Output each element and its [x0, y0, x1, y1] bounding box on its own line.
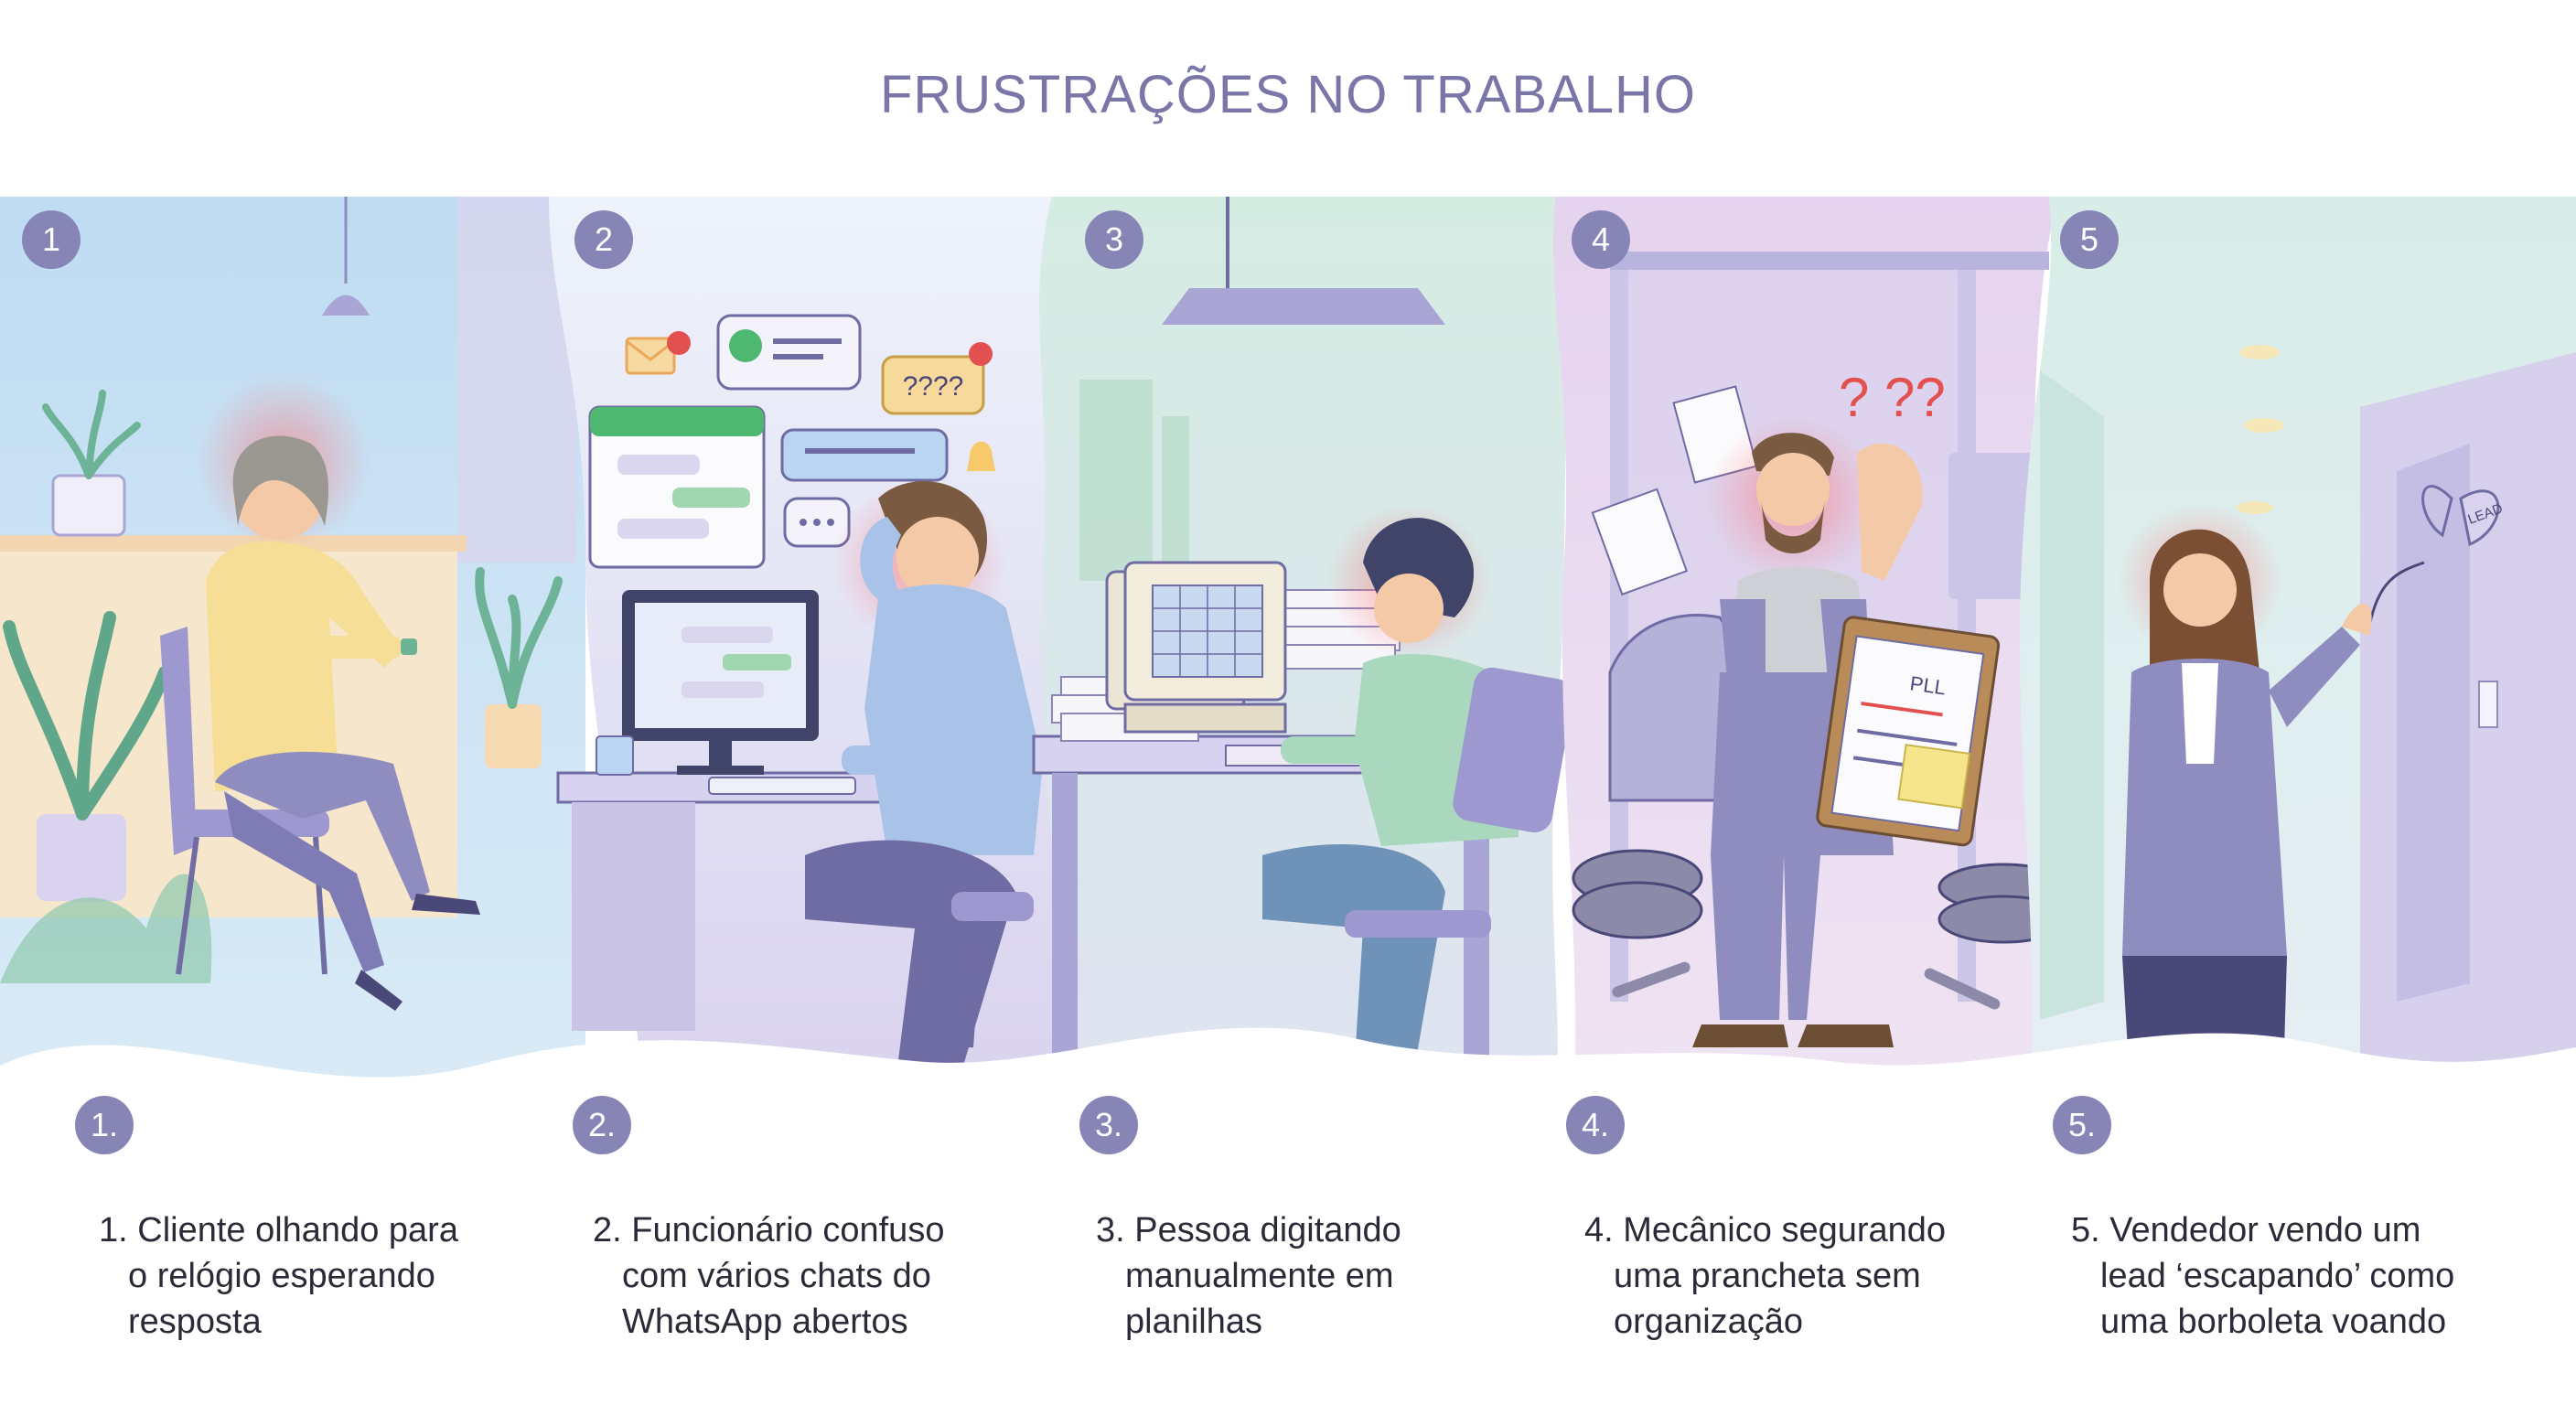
caption-line: o relógio esperando	[128, 1257, 435, 1295]
caption-line: 5. Vendedor vendo um	[2071, 1211, 2421, 1249]
caption-line: 3. Pessoa digitando	[1096, 1211, 1401, 1249]
panel-2-top-badge: 2	[574, 210, 633, 269]
panel-3-bottom-badge: 3.	[1079, 1096, 1138, 1154]
question-bubble-text: ????	[903, 371, 964, 402]
panel-1-bottom-badge: 1.	[75, 1096, 134, 1154]
panel-5-caption: 5. Vendedor vendo um lead ‘escapando’ co…	[2071, 1207, 2547, 1345]
caption-line: organização	[1614, 1303, 1804, 1341]
caption-line: uma prancheta sem	[1614, 1257, 1921, 1295]
question-marks: ? ??	[1839, 367, 1946, 428]
caption-line: com vários chats do	[622, 1257, 931, 1295]
panel-4-top-badge: 4	[1572, 210, 1630, 269]
clipboard-label: PLL	[1908, 671, 1947, 699]
panel-5-bottom-badge: 5.	[2053, 1096, 2111, 1154]
caption-line: WhatsApp abertos	[622, 1303, 908, 1341]
panel-5-escaping-lead: LEAD	[2019, 197, 2576, 1111]
caption-line: resposta	[128, 1303, 262, 1341]
panel-1-top-badge: 1	[22, 210, 80, 269]
panel-2-whatsapp-overload: ????	[549, 197, 1082, 1111]
caption-line: 2. Funcionário confuso	[593, 1211, 945, 1249]
illustration-strip: ????	[0, 197, 2576, 1166]
panel-2-caption: 2. Funcionário confuso com vários chats …	[593, 1207, 1068, 1345]
panel-5-top-badge: 5	[2060, 210, 2119, 269]
panel-1-caption: 1. Cliente olhando para o relógio espera…	[99, 1207, 574, 1345]
caption-line: manualmente em	[1125, 1257, 1394, 1295]
panel-3-manual-spreadsheets	[1032, 197, 1583, 1121]
caption-line: 1. Cliente olhando para	[99, 1211, 458, 1249]
caption-line: lead ‘escapando’ como	[2100, 1257, 2455, 1295]
panel-4-bottom-badge: 4.	[1566, 1096, 1625, 1154]
panel-3-top-badge: 3	[1085, 210, 1143, 269]
panel-4-caption: 4. Mecânico segurando uma prancheta sem …	[1584, 1207, 2060, 1345]
panel-3-caption: 3. Pessoa digitando manualmente em plani…	[1096, 1207, 1572, 1345]
panel-1-waiting-client	[0, 197, 585, 1166]
panel-4-mechanic-clipboard: ? ?? PLL	[1552, 197, 2069, 1111]
panel-2-bottom-badge: 2.	[573, 1096, 631, 1154]
caption-line: planilhas	[1125, 1303, 1262, 1341]
page-title: FRUSTRAÇÕES NO TRABALHO	[879, 65, 1697, 124]
caption-line: uma borboleta voando	[2100, 1303, 2447, 1341]
caption-line: 4. Mecânico segurando	[1584, 1211, 1947, 1249]
